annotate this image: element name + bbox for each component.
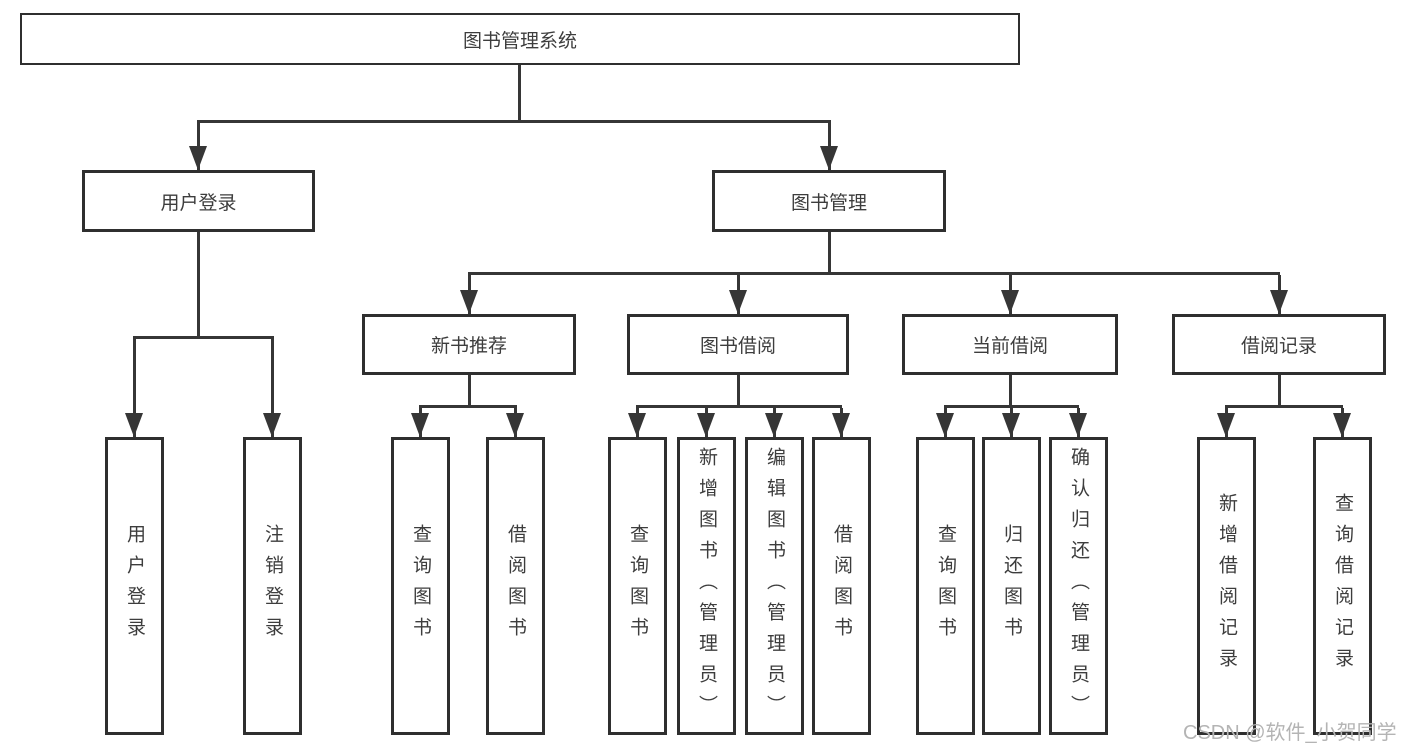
node-book-borrowing: 图书借阅 [627, 314, 849, 375]
connector-line [197, 120, 831, 123]
node-return-books: 归还图书 [982, 437, 1041, 735]
arrow-down-icon [506, 413, 524, 437]
node-label: 新增图书（管理员） [696, 446, 717, 726]
node-new-book-recommend: 新书推荐 [362, 314, 576, 375]
arrow-down-icon [1002, 413, 1020, 437]
node-label: 编辑图书（管理员） [764, 446, 785, 726]
node-logout-action: 注销登录 [243, 437, 302, 735]
node-label: 归还图书 [1001, 524, 1022, 648]
node-query-books-borrowing: 查询图书 [608, 437, 667, 735]
node-add-books-admin: 新增图书（管理员） [677, 437, 736, 735]
node-label: 新增借阅记录 [1216, 493, 1237, 679]
connector-line [636, 405, 842, 408]
connector-line [271, 339, 274, 437]
connector-line [197, 232, 200, 336]
node-query-books-current: 查询图书 [916, 437, 975, 735]
node-label: 新书推荐 [430, 336, 507, 357]
node-edit-books-admin: 编辑图书（管理员） [745, 437, 804, 735]
node-library-management-system: 图书管理系统 [20, 13, 1020, 65]
node-label: 图书借阅 [699, 336, 776, 357]
node-label: 注销登录 [262, 524, 283, 648]
arrow-down-icon [820, 146, 838, 170]
node-label: 借阅图书 [505, 524, 526, 648]
node-label: 借阅图书 [831, 524, 852, 648]
node-label: 图书管理 [790, 192, 867, 214]
connector-line [133, 336, 274, 339]
arrow-down-icon [832, 413, 850, 437]
connector-line [468, 272, 1280, 275]
arrow-down-icon [263, 413, 281, 437]
arrow-down-icon [411, 413, 429, 437]
arrow-down-icon [628, 413, 646, 437]
node-label: 查询图书 [410, 524, 431, 648]
node-query-books-recommend: 查询图书 [391, 437, 450, 735]
connector-line [1225, 405, 1343, 408]
connector-line [468, 375, 471, 405]
node-user-login: 用户登录 [82, 170, 315, 232]
node-query-borrow-record: 查询借阅记录 [1313, 437, 1372, 735]
connector-line [518, 65, 521, 120]
node-user-login-action: 用户登录 [105, 437, 164, 735]
arrow-down-icon [1333, 413, 1351, 437]
arrow-down-icon [729, 290, 747, 314]
node-borrow-books-borrowing: 借阅图书 [812, 437, 871, 735]
connector-line [828, 232, 831, 272]
node-label: 图书管理系统 [462, 30, 577, 52]
arrow-down-icon [1270, 290, 1288, 314]
arrow-down-icon [765, 413, 783, 437]
connector-line [1009, 375, 1012, 405]
node-label: 用户登录 [124, 524, 145, 648]
connector-line [419, 405, 517, 408]
arrow-down-icon [1069, 413, 1087, 437]
watermark: CSDN @软件_小贺同学 [1183, 722, 1397, 744]
node-label: 查询借阅记录 [1332, 493, 1353, 679]
node-label: 用户登录 [160, 192, 237, 214]
node-add-borrow-record: 新增借阅记录 [1197, 437, 1256, 735]
arrow-down-icon [936, 413, 954, 437]
node-label: 借阅记录 [1240, 336, 1317, 357]
node-label: 确认归还（管理员） [1068, 446, 1089, 726]
node-book-management: 图书管理 [712, 170, 946, 232]
node-current-borrowing: 当前借阅 [902, 314, 1118, 375]
connector-line [133, 339, 136, 437]
arrow-down-icon [125, 413, 143, 437]
arrow-down-icon [189, 146, 207, 170]
arrow-down-icon [460, 290, 478, 314]
arrow-down-icon [1217, 413, 1235, 437]
node-confirm-return-admin: 确认归还（管理员） [1049, 437, 1108, 735]
arrow-down-icon [1001, 290, 1019, 314]
node-borrowing-records: 借阅记录 [1172, 314, 1386, 375]
connector-line [1278, 375, 1281, 405]
connector-line [737, 375, 740, 405]
node-label: 查询图书 [627, 524, 648, 648]
arrow-down-icon [697, 413, 715, 437]
node-borrow-books-recommend: 借阅图书 [486, 437, 545, 735]
node-label: 查询图书 [935, 524, 956, 648]
node-label: 当前借阅 [971, 336, 1048, 357]
connector-line [944, 405, 1079, 408]
